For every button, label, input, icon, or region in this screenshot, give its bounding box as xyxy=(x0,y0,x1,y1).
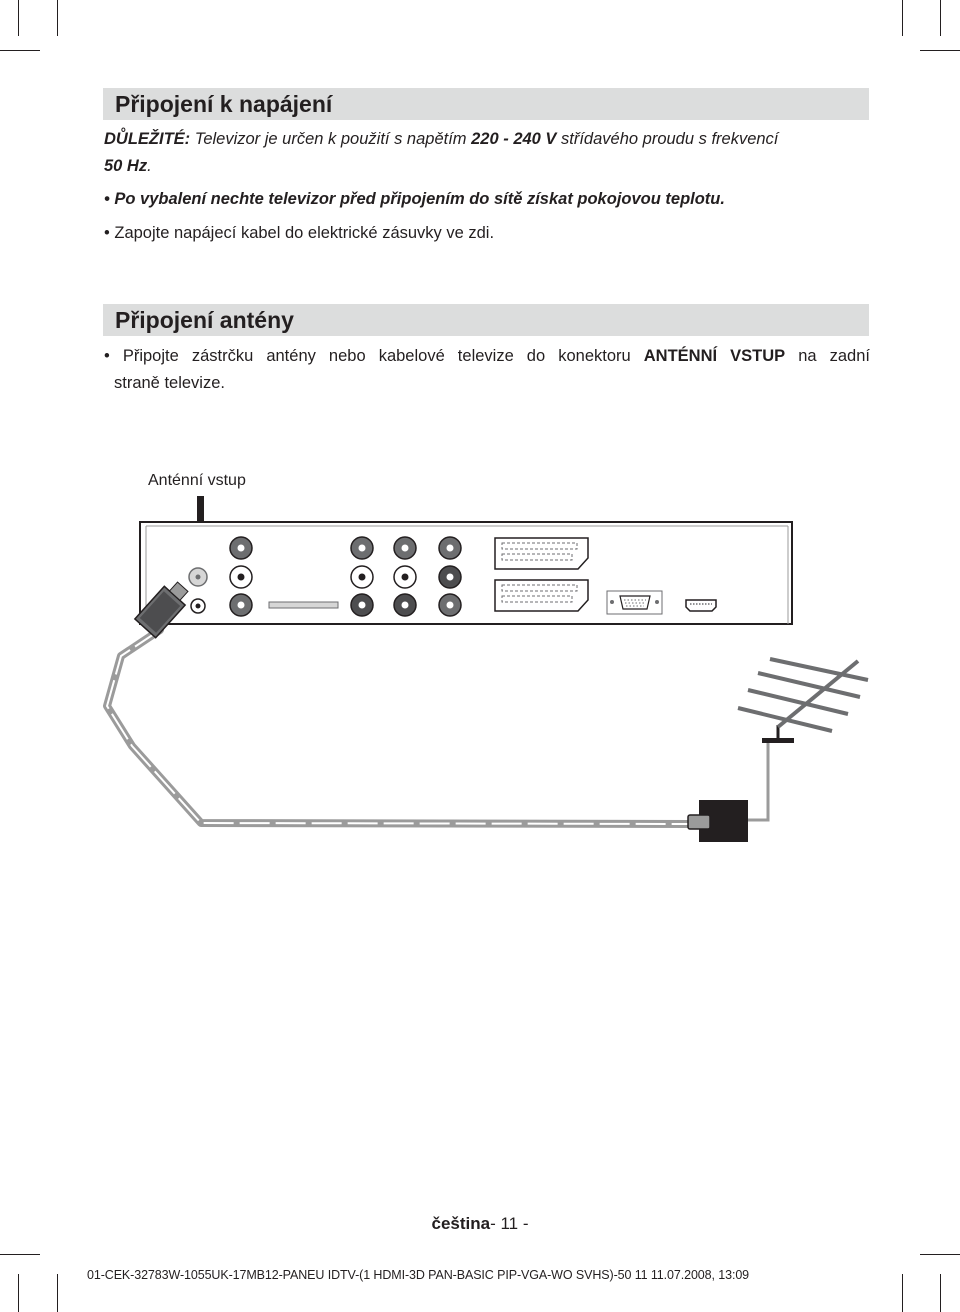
footer-language: čeština xyxy=(431,1214,491,1233)
antenna-text-line-1: • Připojte zástrčku antény nebo kabelové… xyxy=(104,343,870,370)
footer-page: - 11 - xyxy=(490,1214,529,1233)
antenna-text-post: na zadní xyxy=(785,347,870,365)
antenna-text-pre: • Připojte zástrčku antény nebo kabelové… xyxy=(104,347,644,365)
antenna-input-label: Anténní vstup xyxy=(148,472,246,489)
crop-mark xyxy=(920,1254,960,1255)
important-note: DŮLEŽITÉ: Televizor je určen k použití s… xyxy=(104,130,779,175)
page-number: čeština- 11 - xyxy=(0,1214,960,1234)
print-date: 11.07.2008, 13:09 xyxy=(650,1268,750,1282)
power-bullet-1: • Po vybalení nechte televizor před přip… xyxy=(104,190,725,208)
antenna-socket-box xyxy=(687,800,748,842)
coax-cable xyxy=(103,626,694,828)
crop-mark xyxy=(0,50,40,51)
scart-connector-icon xyxy=(494,579,589,612)
antenna-socket-icon xyxy=(188,567,208,587)
tv-antenna-icon xyxy=(737,657,869,743)
rca-jack-icon xyxy=(229,565,253,589)
rca-jack-icon xyxy=(350,593,374,617)
rca-jack-icon xyxy=(393,536,417,560)
frequency-value: 50 Hz xyxy=(104,157,148,175)
rca-jack-icon xyxy=(393,565,417,589)
power-bullet-2: • Zapojte napájecí kabel do elektrické z… xyxy=(104,224,495,242)
antenna-plug-icon xyxy=(133,581,189,639)
antenna-heading: Připojení antény xyxy=(103,304,869,336)
crop-mark xyxy=(940,0,941,36)
print-file-name: 01-CEK-32783W-1055UK-17MB12-PANEU IDTV-(… xyxy=(87,1268,632,1282)
antenna-text-line-2: straně televize. xyxy=(114,374,225,392)
connection-diagram xyxy=(103,496,869,842)
crop-mark xyxy=(902,1274,903,1312)
rca-jack-icon xyxy=(393,593,417,617)
rca-jack-icon xyxy=(438,593,462,617)
rca-jack-icon xyxy=(229,593,253,617)
hdmi-connector-icon xyxy=(685,599,717,612)
crop-mark xyxy=(18,1274,19,1312)
vga-connector-icon xyxy=(606,590,663,615)
important-label: DŮLEŽITÉ: xyxy=(104,130,191,148)
crop-mark xyxy=(940,1274,941,1312)
antenna-connector-name: ANTÉNNÍ VSTUP xyxy=(643,347,786,365)
rca-jack-icon xyxy=(350,536,374,560)
crop-mark xyxy=(902,0,903,36)
rca-jack-icon xyxy=(229,536,253,560)
scart-connector-icon xyxy=(494,537,589,570)
rca-jack-icon xyxy=(350,565,374,589)
rca-jack-icon xyxy=(438,565,462,589)
voltage-value: 220 - 240 V xyxy=(471,130,557,148)
crop-mark xyxy=(18,0,19,36)
print-info-line: 01-CEK-32783W-1055UK-17MB12-PANEU IDTV-(… xyxy=(87,1268,749,1282)
crop-mark xyxy=(0,1254,40,1255)
print-page-number: 11 xyxy=(634,1268,648,1282)
crop-mark xyxy=(57,1274,58,1312)
crop-mark xyxy=(920,50,960,51)
rca-jack-icon xyxy=(438,536,462,560)
card-slot-icon xyxy=(268,601,339,609)
crop-mark xyxy=(57,0,58,36)
important-text-pre: Televizor je určen k použití s napětím xyxy=(190,130,472,148)
headphone-jack-icon xyxy=(190,598,206,614)
important-text-post: střídavého proudu s frekvencí xyxy=(556,130,779,148)
power-heading: Připojení k napájení xyxy=(103,88,869,120)
